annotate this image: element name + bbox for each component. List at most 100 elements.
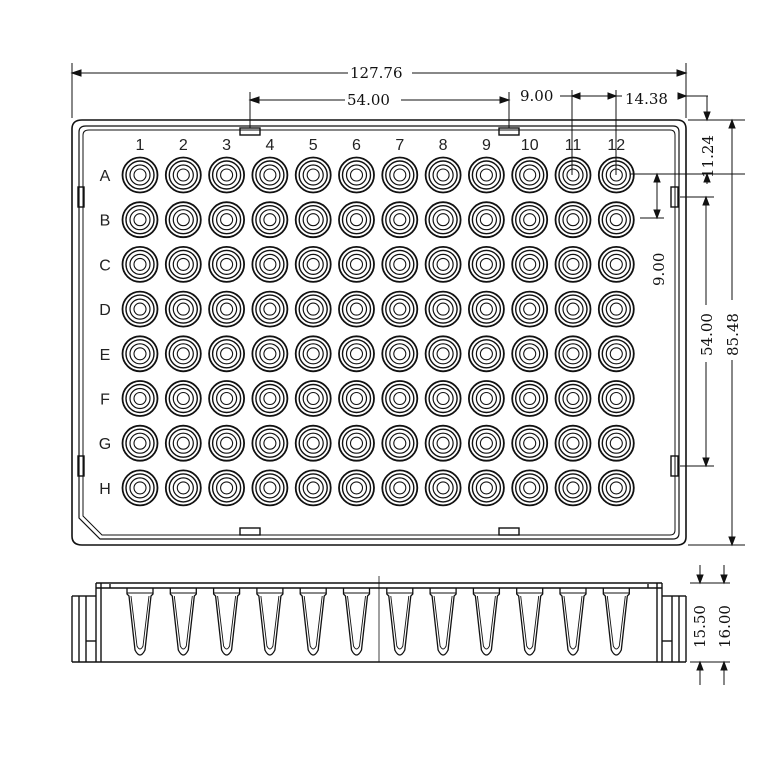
well xyxy=(597,290,635,328)
well-ring xyxy=(349,302,364,316)
well-ring xyxy=(428,204,458,235)
well-ring xyxy=(263,391,277,406)
well xyxy=(511,469,549,507)
well-ring xyxy=(467,424,505,462)
well xyxy=(511,380,549,417)
side-tube-inner xyxy=(563,595,583,650)
well xyxy=(121,469,159,507)
well-ring xyxy=(338,380,375,417)
well-ring xyxy=(562,209,584,231)
notch-right-bottom xyxy=(670,455,679,477)
notch-right-top xyxy=(670,186,679,208)
well-ring xyxy=(511,380,549,417)
well-ring xyxy=(338,201,375,239)
well-ring xyxy=(216,253,238,275)
well-ring xyxy=(609,481,623,495)
well-ring xyxy=(294,380,332,417)
side-tube xyxy=(516,588,544,656)
side-tube-inner xyxy=(303,595,323,650)
side-tube xyxy=(126,588,154,656)
well-ring xyxy=(302,387,324,410)
dim-side-height-outer: 16.00 xyxy=(716,605,734,648)
well-ring xyxy=(605,298,627,320)
well xyxy=(467,380,505,417)
well-ring xyxy=(121,380,159,417)
well-ring xyxy=(515,428,545,458)
well-ring xyxy=(211,249,242,280)
well-ring xyxy=(133,302,147,316)
well-ring xyxy=(172,432,194,454)
well xyxy=(467,156,505,194)
well-ring xyxy=(393,257,407,271)
well-ring xyxy=(381,245,419,283)
well-ring xyxy=(302,343,324,365)
notch-left-bottom xyxy=(77,455,85,477)
well-ring xyxy=(609,436,623,450)
side-tube xyxy=(472,588,501,656)
well-ring xyxy=(515,160,545,190)
side-tube xyxy=(386,588,414,656)
well xyxy=(294,290,332,328)
well-ring xyxy=(129,387,151,410)
dim-side-height-inner: 15.50 xyxy=(691,605,709,648)
well-ring xyxy=(381,380,419,417)
plate-inner-outline xyxy=(78,125,680,540)
well xyxy=(381,201,419,239)
well xyxy=(121,245,159,283)
well-ring xyxy=(523,481,537,495)
well xyxy=(597,424,635,462)
well-ring xyxy=(263,257,277,271)
well-ring xyxy=(609,347,623,361)
well xyxy=(121,290,159,328)
well-ring xyxy=(341,339,372,369)
well-ring xyxy=(172,343,194,365)
well-ring xyxy=(601,339,631,369)
well-ring xyxy=(349,168,364,182)
well-ring xyxy=(566,347,580,361)
well-ring xyxy=(511,201,549,239)
side-tube-inner xyxy=(347,595,366,650)
well xyxy=(294,469,332,507)
well xyxy=(164,156,202,194)
well-ring xyxy=(208,335,246,373)
well-ring xyxy=(125,249,155,280)
well-ring xyxy=(255,383,285,414)
well-ring xyxy=(259,298,281,320)
well xyxy=(121,380,159,417)
well-ring xyxy=(345,209,368,231)
well-ring xyxy=(176,213,190,227)
dim-edge-offset-y: 11.24 xyxy=(699,135,717,178)
well-ring xyxy=(220,347,234,361)
well-ring xyxy=(385,204,415,235)
well xyxy=(208,335,246,373)
well-ring xyxy=(176,436,190,450)
well-ring xyxy=(511,290,549,328)
well-ring xyxy=(172,209,194,231)
well-ring xyxy=(393,302,407,316)
well-ring xyxy=(562,432,584,454)
well-ring xyxy=(597,469,635,507)
well-ring xyxy=(597,245,635,283)
well-ring xyxy=(133,391,147,406)
well xyxy=(511,424,549,462)
well-ring xyxy=(263,481,277,495)
row-label: G xyxy=(99,436,111,453)
well-ring xyxy=(168,339,199,369)
well-ring xyxy=(129,253,151,275)
well-ring xyxy=(125,204,155,235)
well-ring xyxy=(259,209,281,231)
well xyxy=(121,156,159,194)
well xyxy=(164,335,202,373)
well-ring xyxy=(345,164,368,186)
well-ring xyxy=(341,473,372,503)
well-ring xyxy=(251,245,289,283)
well-ring xyxy=(605,387,627,410)
well xyxy=(511,290,549,328)
well-ring xyxy=(605,343,627,365)
well-ring xyxy=(479,213,493,227)
well-ring xyxy=(432,209,454,231)
well xyxy=(424,380,462,417)
side-tube xyxy=(342,588,371,656)
well xyxy=(251,201,289,239)
well-ring xyxy=(515,339,545,369)
